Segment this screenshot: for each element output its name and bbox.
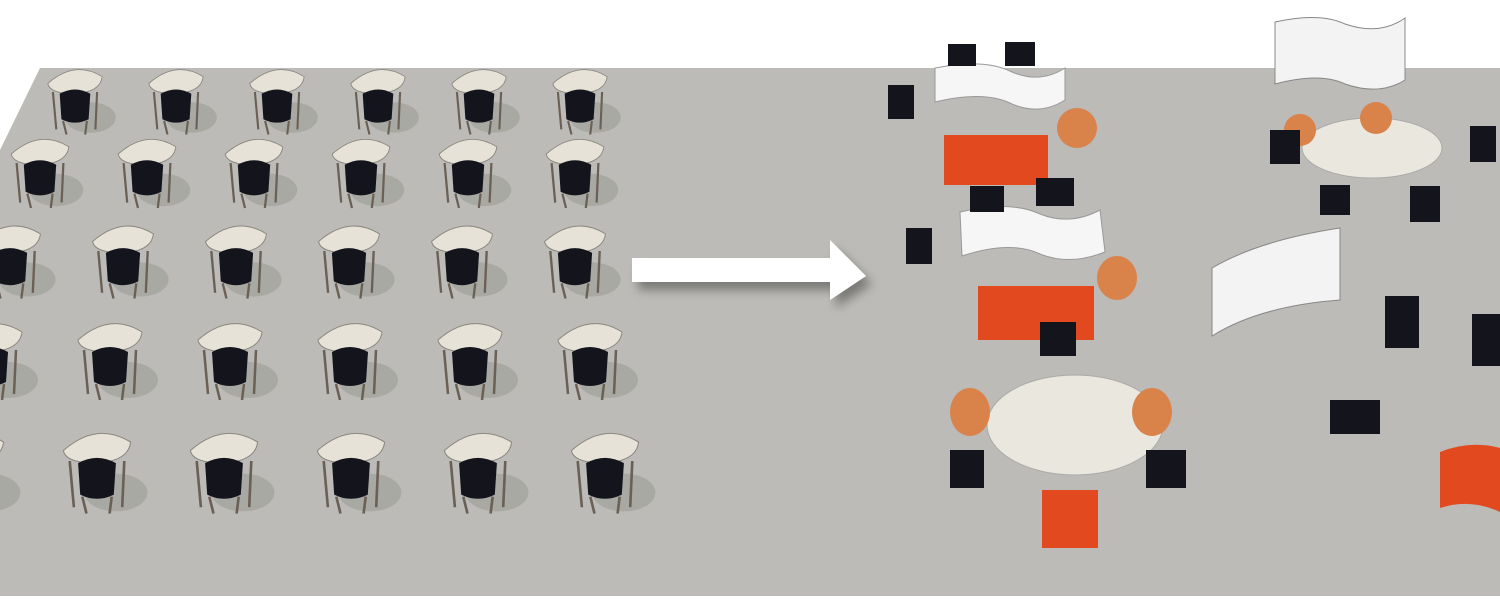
student-desk (437, 323, 518, 401)
student-desk (451, 69, 520, 135)
student-desk (0, 225, 56, 299)
student-desk (545, 138, 619, 209)
student-desk (148, 69, 217, 135)
student-desk (443, 432, 529, 514)
student-desk (10, 138, 84, 209)
student-desk (544, 225, 621, 299)
student-desk (438, 138, 512, 209)
right-round-table (1270, 102, 1496, 222)
group-table-1 (888, 42, 1097, 185)
student-desk (77, 323, 158, 401)
student-desk (552, 69, 621, 135)
student-desk (570, 432, 656, 514)
round-table (950, 374, 1186, 548)
group-table-2 (906, 178, 1137, 356)
traditional-desk-rows (0, 69, 656, 514)
student-desk (557, 323, 638, 401)
student-desk (249, 69, 318, 135)
student-desk (117, 138, 191, 209)
student-desk (189, 432, 275, 514)
right-loose-chairs (1330, 296, 1500, 512)
student-desk (197, 323, 278, 401)
student-desk (205, 225, 282, 299)
student-desk (350, 69, 419, 135)
student-desk (92, 225, 169, 299)
arrow-icon (632, 240, 866, 300)
student-desk (318, 225, 395, 299)
collaborative-layout (888, 16, 1500, 548)
whiteboards (1211, 16, 1406, 337)
student-desk (62, 432, 148, 514)
student-desk (0, 323, 38, 401)
student-desk (331, 138, 405, 209)
student-desk (316, 432, 402, 514)
student-desk (431, 225, 508, 299)
student-desk (47, 69, 116, 135)
student-desk (0, 439, 21, 511)
student-desk (317, 323, 398, 401)
student-desk (224, 138, 298, 209)
